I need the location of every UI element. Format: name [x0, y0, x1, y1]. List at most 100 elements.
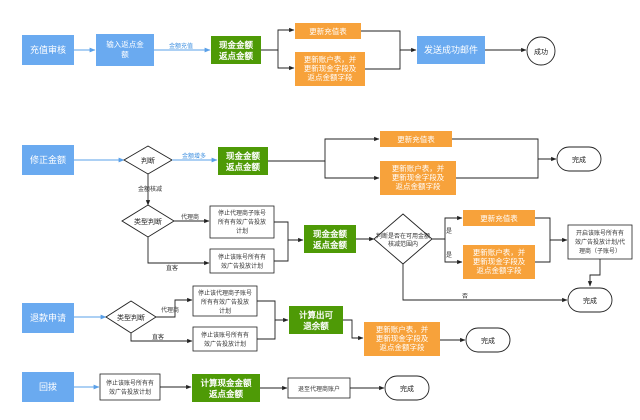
stop-direct-2-line1: 停止该账号所有有: [218, 253, 266, 261]
update-recharge-2a: 更新充值表: [397, 134, 435, 144]
cash-rebate-2b-line1: 现金金额: [313, 229, 348, 240]
return-agent-label: 退至代理商账户: [298, 385, 340, 393]
recharge-title: 充值审核: [30, 44, 66, 56]
update-account-box-2a: [380, 161, 456, 195]
edge-label-yes-2: 是: [446, 252, 452, 259]
input-rebate-line2: 额: [121, 49, 129, 59]
update-account-box-3: [364, 322, 440, 356]
update-account-2b-line1: 更新账户表，并: [473, 247, 526, 257]
update-account-box-1: [295, 52, 365, 86]
update-recharge-box-2a: [380, 131, 452, 147]
stop-agent-3-line2: 所有有效广告投放: [201, 298, 249, 306]
stop-direct-box-2: [209, 248, 275, 274]
stop-direct-3-line1: 停止该账号所有有: [201, 331, 249, 339]
edge-label-no: 否: [462, 293, 468, 300]
correct-title: 修正金额: [30, 154, 66, 166]
stop-agent-2-line3: 计划: [236, 227, 248, 235]
stop-agent-box-2: [209, 205, 275, 239]
enable-plans-box: [567, 224, 633, 260]
flow-correct: 修正金额 判断 金额增多 现金金额 返点金额 更新充值表 更新账户表，并 更新现…: [22, 131, 633, 313]
success-label: 成功: [534, 47, 548, 56]
done-node-4: [384, 375, 430, 401]
edge-label-yes-1: 是: [446, 228, 452, 235]
range-judge-line2: 核减范围内: [388, 240, 418, 248]
done-node-3: [465, 327, 511, 353]
update-account-3-line3: 返点金额字段: [380, 342, 425, 352]
edge-label-direct-3: 直客: [152, 333, 164, 341]
update-account-3-line2: 更新现金字段及: [376, 333, 429, 343]
cash-rebate-2b-line2: 返点金额: [313, 240, 348, 251]
enable-plans-line3: 理商（子账号）: [579, 247, 621, 255]
stop-agent-3-line3: 计划: [219, 307, 231, 315]
update-account-3-line1: 更新账户表，并: [376, 324, 429, 334]
done-2b-label: 完成: [583, 296, 597, 305]
type-judge-label: 类型判断: [134, 217, 162, 226]
edge-label-increase: 金额增多: [182, 152, 206, 160]
rollback-title: 回拨: [39, 381, 57, 393]
calc-cash-line2: 返点金额: [209, 389, 244, 400]
update-recharge-2b: 更新充值表: [480, 213, 518, 223]
update-account-box-2b: [463, 245, 535, 279]
cash-rebate-2a-line1: 现金金额: [226, 151, 261, 162]
calc-refund-line2: 退余额: [303, 321, 329, 332]
cash-rebate-box-2b: [304, 225, 356, 253]
done-node-2b: [567, 287, 613, 313]
correct-title-box: [22, 145, 74, 175]
update-recharge-1: 更新充值表: [309, 26, 347, 36]
success-node: [526, 36, 556, 66]
flow-recharge: 充值审核 输入返点金 额 金额充值 现金金额 返点金额 更新充值表 更新账户表，…: [22, 23, 556, 86]
enable-plans-line2: 效广告投放计划/代: [575, 238, 625, 246]
refund-title-box: [22, 303, 74, 333]
judge-label: 判断: [141, 156, 155, 165]
input-rebate-line1: 输入返点金: [106, 39, 144, 49]
input-rebate-box: [96, 34, 154, 66]
update-account-1-line3: 返点金额字段: [308, 72, 353, 82]
cash-rebate-box-1: [211, 36, 261, 64]
recharge-title-box: [22, 35, 74, 65]
range-judge-line1: 判断是否在可用金额: [376, 232, 430, 240]
done-2a-label: 完成: [572, 155, 586, 164]
rollback-stop-line1: 停止该账号所有有: [106, 379, 154, 387]
enable-plans-line1: 开启该账号所有有: [576, 229, 624, 237]
flow-rollback: 回拨 停止该账号所有有 效广告投放计划 计算现金金额 返点金额 退至代理商账户 …: [22, 372, 430, 402]
calc-cash-box: [192, 374, 260, 402]
send-email: 发送成功邮件: [424, 44, 478, 56]
stop-direct-3-line2: 效广告投放计划: [204, 340, 246, 348]
edge-label-agent-3: 代理商: [161, 306, 179, 314]
refund-title: 退款申请: [30, 312, 66, 324]
update-account-2b-line3: 返点金额字段: [477, 265, 522, 275]
edge-label-direct-2: 直客: [166, 264, 178, 272]
done-4-label: 完成: [400, 384, 414, 393]
done-node-2a: [556, 146, 602, 172]
calc-cash-line1: 计算现金金额: [200, 378, 252, 389]
stop-agent-3-line1: 停止该代理商子账号: [198, 289, 252, 297]
update-account-1-line2: 更新现金字段及: [304, 63, 357, 73]
stop-direct-2-line2: 效广告投放计划: [221, 262, 263, 270]
edge-label-agent-2: 代理商: [181, 213, 199, 221]
rollback-stop-line2: 效广告投放计划: [109, 388, 151, 396]
update-account-2a-line2: 更新现金字段及: [392, 172, 445, 182]
rollback-stop-box: [99, 373, 161, 401]
update-account-2a-line1: 更新账户表，并: [392, 163, 445, 173]
calc-refund-box: [289, 306, 343, 334]
stop-agent-2-line1: 停止代理商子账号: [218, 209, 266, 217]
done-3-label: 完成: [481, 336, 495, 345]
flow-refund: 退款申请 类型判断 代理商 停止该代理商子账号 所有有效广告投放 计划 直客 停…: [22, 285, 511, 356]
calc-refund-line1: 计算出可: [299, 310, 334, 321]
update-account-2a-line3: 返点金额字段: [396, 181, 441, 191]
stop-agent-box-3: [192, 285, 258, 317]
cash-rebate-box-2a: [218, 147, 268, 175]
cash-rebate-1-line2: 返点金额: [219, 51, 254, 62]
update-account-1-line1: 更新账户表，并: [304, 54, 357, 64]
rollback-title-box: [22, 372, 74, 402]
refund-type-label: 类型判断: [117, 313, 145, 322]
edge-label-decrease: 金额核减: [138, 185, 162, 193]
cash-rebate-2a-line2: 返点金额: [226, 162, 261, 173]
update-recharge-box-1: [295, 23, 361, 39]
update-recharge-box-2b: [463, 210, 535, 226]
stop-agent-2-line2: 所有有效广告投放: [218, 218, 266, 226]
cash-rebate-1-line1: 现金金额: [219, 40, 254, 51]
edge-label-recharge: 金额充值: [169, 42, 193, 50]
